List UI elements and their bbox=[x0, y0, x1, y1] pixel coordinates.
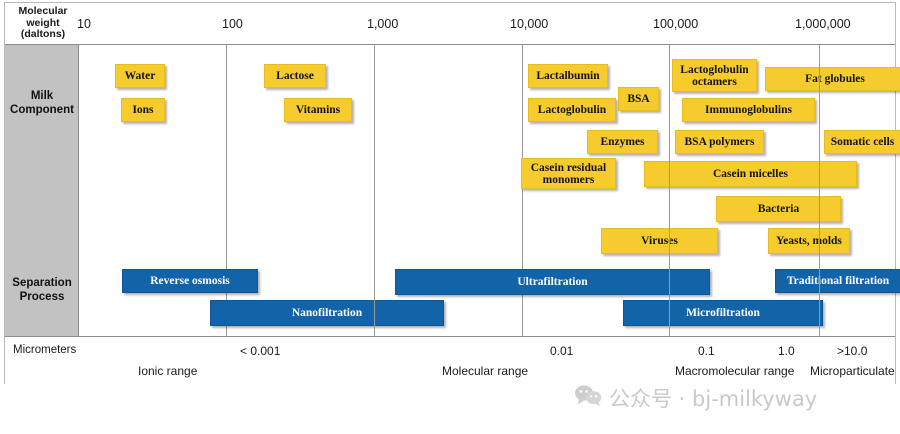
sidebar-label-separation-process: Separation Process bbox=[5, 277, 79, 304]
separation-process-ultrafiltration: Ultrafiltration bbox=[395, 269, 710, 295]
milk-component-bsa: BSA bbox=[618, 87, 659, 111]
molecular-weight-axis: Molecular weight (daltons) 10 100 1,000 10,… bbox=[5, 3, 895, 45]
sidebar-sep-line-2: Process bbox=[19, 290, 65, 303]
milk-component-casein-micelles: Casein micelles bbox=[644, 161, 857, 187]
milk-component-casein-residual-monomers: Casein residual monomers bbox=[521, 158, 616, 189]
scale-value-0-001: < 0.001 bbox=[240, 344, 281, 358]
axis-title-line-1: Molecular bbox=[18, 5, 68, 17]
milk-component-bacteria: Bacteria bbox=[716, 196, 841, 222]
scale-range-microparticulate: Microparticulate bbox=[810, 364, 895, 378]
axis-tick-10: 10 bbox=[77, 17, 91, 31]
sidebar-label-milk-component: Milk Component bbox=[5, 90, 79, 117]
axis-title-line-3: (daltons) bbox=[20, 28, 66, 40]
axis-tick-1-000-000: 1,000,000 bbox=[795, 17, 851, 31]
axis-tick-1-000: 1,000 bbox=[367, 17, 399, 31]
separation-process-nanofiltration: Nanofiltration bbox=[210, 300, 444, 326]
axis-tick-100-000: 100,000 bbox=[653, 17, 699, 31]
separation-process-reverse-osmosis: Reverse osmosis bbox=[122, 269, 258, 293]
axis-title: Molecular weight (daltons) bbox=[11, 5, 75, 41]
milk-component-viruses: Viruses bbox=[601, 228, 718, 254]
scale-value-0-1: 0.1 bbox=[698, 344, 715, 358]
scale-range-molecular-range: Molecular range bbox=[442, 364, 529, 378]
milk-component-bsa-polymers: BSA polymers bbox=[675, 130, 764, 154]
sidebar-sep-line-1: Separation bbox=[12, 277, 72, 289]
micrometer-scale: Micrometers < 0.001 0.01 0.1 1.0 >10.0 Ionic… bbox=[5, 46, 895, 384]
milk-component-water: Water bbox=[115, 64, 165, 88]
separation-process-microfiltration: Microfiltration bbox=[623, 300, 823, 326]
watermark-text: 公众号 · bj-milkyway bbox=[609, 387, 818, 411]
milk-component-vitamins: Vitamins bbox=[284, 98, 352, 122]
row-category-sidebar: Milk Component Separation Process bbox=[5, 45, 79, 336]
gridline-2 bbox=[522, 45, 523, 336]
scale-divider-0 bbox=[374, 46, 375, 337]
sidebar-milk-line-2: Component bbox=[10, 103, 74, 116]
scale-title: Micrometers bbox=[13, 344, 77, 356]
scale-value-1-0: 1.0 bbox=[778, 344, 795, 358]
separation-process-traditional-filtration: Traditional filtration bbox=[775, 269, 900, 293]
axis-tick-100: 100 bbox=[222, 17, 243, 31]
milk-component-lactoglobulin: Lactoglobulin bbox=[528, 98, 616, 122]
milk-component-enzymes: Enzymes bbox=[587, 130, 658, 154]
scale-divider-2 bbox=[819, 46, 820, 337]
scale-range-macromolecular-range: Macromolecular range bbox=[675, 364, 795, 378]
milk-component-fat-globules: Fat globules bbox=[765, 67, 900, 91]
watermark: 公众号 · bj-milkyway bbox=[575, 383, 817, 413]
sidebar-milk-line-1: Milk bbox=[30, 90, 54, 102]
axis-title-line-2: weight bbox=[26, 16, 60, 29]
milk-component-lactalbumin: Lactalbumin bbox=[528, 64, 608, 88]
milk-component-lactose: Lactose bbox=[264, 64, 326, 88]
scale-divider-1 bbox=[669, 46, 670, 337]
milk-component-immunoglobulins: Immunoglobulins bbox=[682, 98, 815, 122]
milk-component-somatic-cells: Somatic cells bbox=[824, 130, 900, 154]
scale-range-ionic-range: Ionic range bbox=[138, 364, 198, 378]
gridline-0 bbox=[226, 45, 227, 336]
milk-component-lactoglobulin-octamers: Lactoglobulin octamers bbox=[672, 59, 757, 92]
scale-value-0-01: 0.01 bbox=[550, 344, 574, 358]
scale-value-10-0: >10.0 bbox=[837, 344, 868, 358]
milk-component-yeasts-molds: Yeasts, molds bbox=[768, 228, 850, 254]
milk-component-ions: Ions bbox=[121, 98, 165, 122]
wechat-icon bbox=[575, 385, 602, 411]
axis-tick-10-000: 10,000 bbox=[510, 17, 549, 31]
milk-separation-chart: Molecular weight (daltons) 10 100 1,000 10,… bbox=[4, 2, 900, 384]
